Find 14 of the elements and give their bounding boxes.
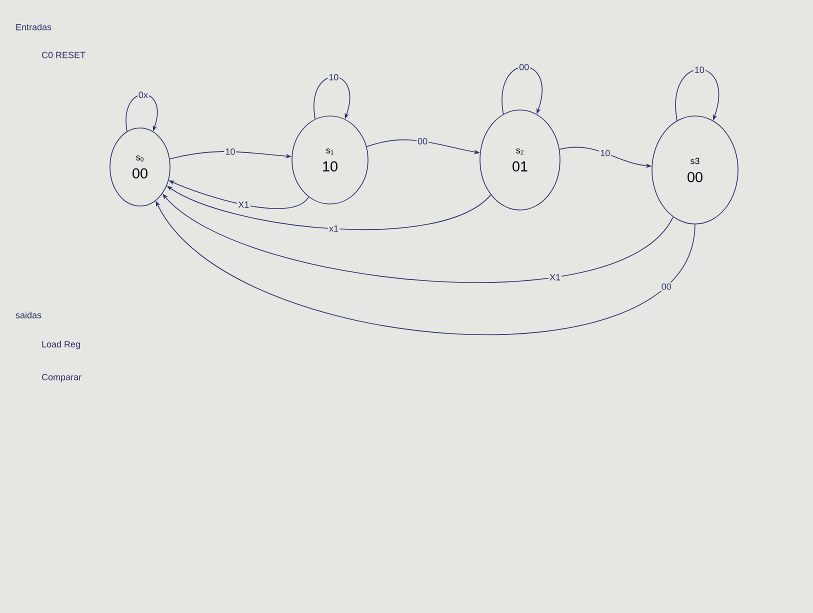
edge-label: 10	[693, 66, 706, 74]
note-text: Comparar	[42, 374, 82, 382]
note-text: Load Reg	[42, 340, 80, 350]
edge-label: 00	[416, 137, 429, 146]
arrow	[126, 94, 158, 132]
edge-label: X1	[548, 273, 562, 282]
arrow	[314, 76, 350, 120]
arrow	[502, 66, 542, 115]
note-text: C0 RESET	[42, 52, 86, 58]
note-text: saidas	[16, 312, 42, 318]
edge-label: 0x	[137, 90, 149, 100]
arrow	[675, 68, 719, 121]
note-text: Entradas	[16, 24, 52, 30]
edge-label: X1	[237, 200, 250, 209]
